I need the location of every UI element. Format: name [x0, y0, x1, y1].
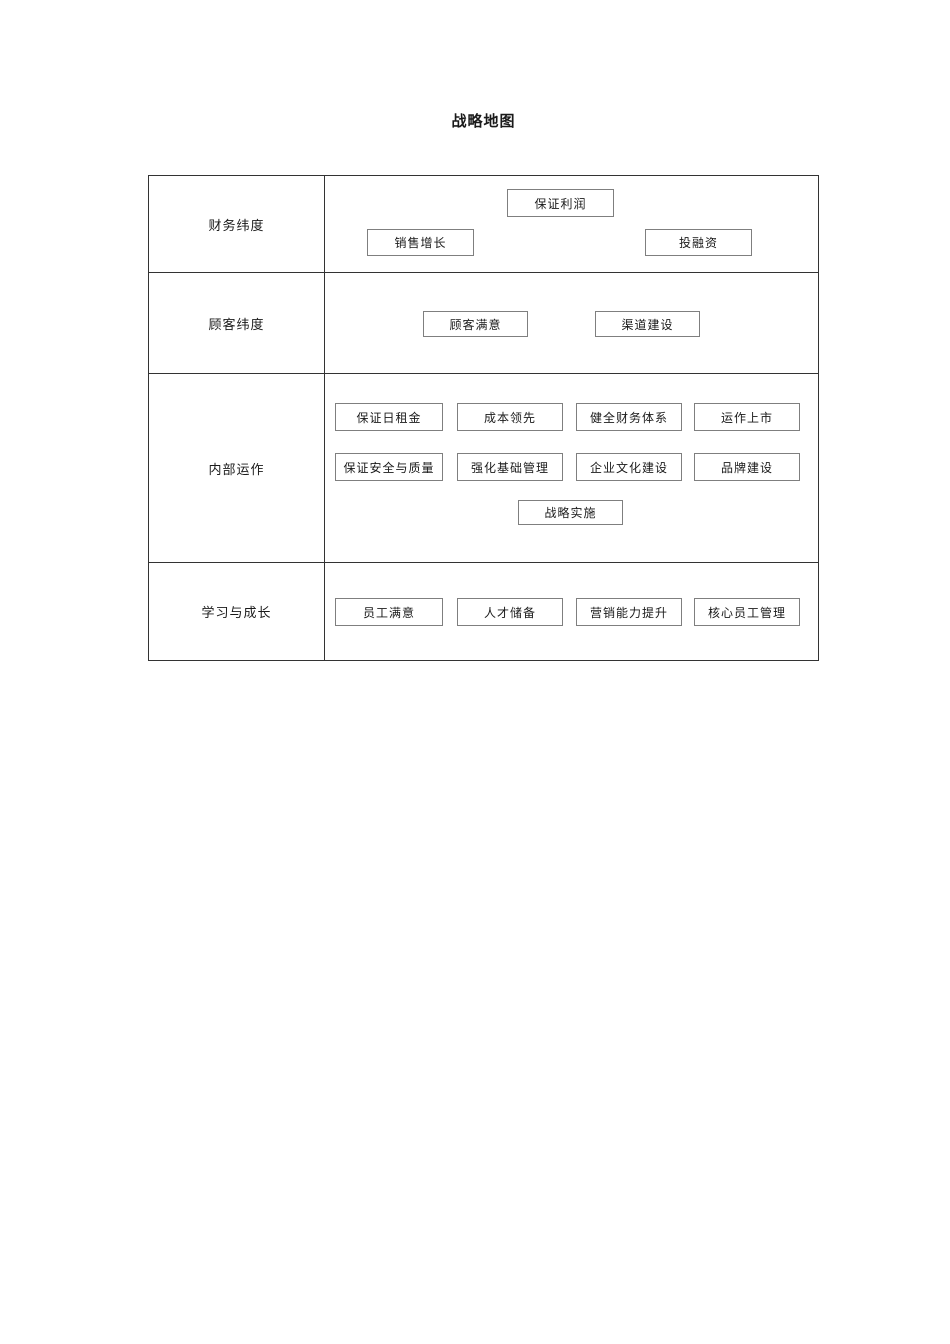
strategy-node: 渠道建设 — [595, 311, 700, 337]
row-internal-content: 保证日租金 成本领先 健全财务体系 运作上市 保证安全与质量 强化基础管理 企业… — [325, 374, 818, 562]
page-title: 战略地图 — [451, 114, 516, 130]
row-label-customer: 顾客纬度 — [149, 273, 325, 373]
strategy-node: 运作上市 — [694, 403, 800, 431]
strategy-node: 成本领先 — [457, 403, 563, 431]
strategy-node: 顾客满意 — [423, 311, 528, 337]
strategy-node: 保证安全与质量 — [335, 453, 443, 481]
row-learning-content: 员工满意 人才储备 营销能力提升 核心员工管理 — [325, 563, 818, 660]
strategy-node: 人才储备 — [457, 598, 563, 626]
strategy-node: 战略实施 — [518, 500, 623, 525]
row-finance: 财务纬度 保证利润 销售增长 投融资 — [149, 176, 818, 273]
strategy-node: 投融资 — [645, 229, 752, 256]
strategy-node: 核心员工管理 — [694, 598, 800, 626]
strategy-node: 销售增长 — [367, 229, 474, 256]
strategy-node: 强化基础管理 — [457, 453, 563, 481]
strategy-node: 品牌建设 — [694, 453, 800, 481]
row-customer: 顾客纬度 顾客满意 渠道建设 — [149, 273, 818, 374]
row-label-finance: 财务纬度 — [149, 176, 325, 272]
row-internal: 内部运作 保证日租金 成本领先 健全财务体系 运作上市 保证安全与质量 强化基础… — [149, 374, 818, 563]
strategy-node: 营销能力提升 — [576, 598, 682, 626]
strategy-node: 健全财务体系 — [576, 403, 682, 431]
strategy-node: 保证利润 — [507, 189, 614, 217]
row-customer-content: 顾客满意 渠道建设 — [325, 273, 818, 373]
strategy-map-table: 财务纬度 保证利润 销售增长 投融资 顾客纬度 顾客满意 渠道建设 内部运作 保… — [148, 175, 819, 661]
strategy-node: 企业文化建设 — [576, 453, 682, 481]
row-finance-content: 保证利润 销售增长 投融资 — [325, 176, 818, 272]
row-label-learning: 学习与成长 — [149, 563, 325, 660]
strategy-node: 保证日租金 — [335, 403, 443, 431]
row-learning: 学习与成长 员工满意 人才储备 营销能力提升 核心员工管理 — [149, 563, 818, 660]
strategy-node: 员工满意 — [335, 598, 443, 626]
row-label-internal: 内部运作 — [149, 374, 325, 562]
